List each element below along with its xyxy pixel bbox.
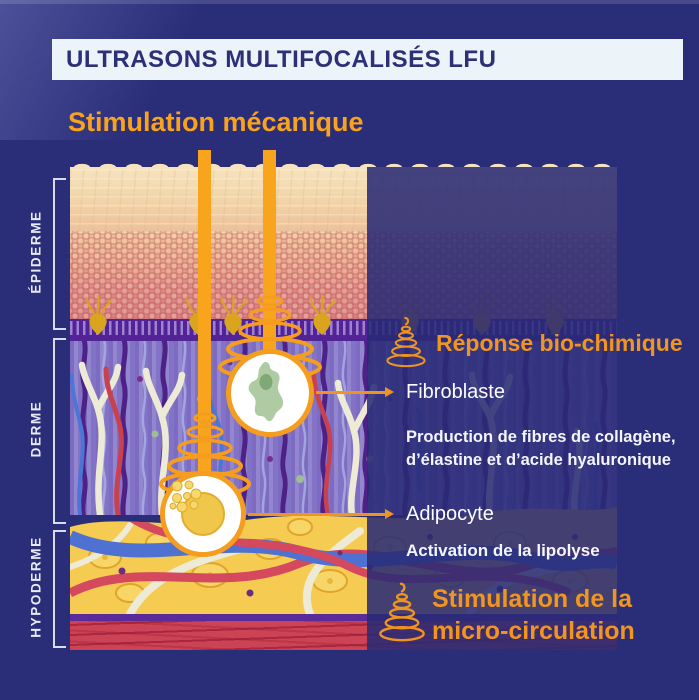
main-title: Stimulation mécanique xyxy=(68,107,364,137)
layer-label-hypodermis: HYPODERME xyxy=(28,536,44,638)
micro-circulation-line1: Stimulation de la xyxy=(432,585,633,613)
adipocyte-arrow-head xyxy=(385,509,394,519)
ultrasound-spiral-icon xyxy=(386,316,426,368)
header-bar: ULTRASONS MULTIFOCALISÉS LFU xyxy=(52,39,683,80)
fat-droplets xyxy=(169,480,202,513)
header-title: ULTRASONS MULTIFOCALISÉS LFU xyxy=(66,45,497,73)
bio-chemical-response-label: Réponse bio-chimique xyxy=(436,330,683,356)
ultrasound-beam-left xyxy=(198,150,211,527)
hypodermis-bracket xyxy=(53,530,66,648)
adipocyte-arrow-line xyxy=(248,513,386,516)
epidermis-surface-wave xyxy=(70,162,617,168)
layer-label-epidermis: ÉPIDERME xyxy=(28,210,44,294)
dermis-bracket xyxy=(53,338,66,524)
ultrasound-beam-right xyxy=(263,150,276,397)
epidermis-bracket xyxy=(53,178,66,330)
adipocyte-callout-circle xyxy=(160,471,246,557)
fibroblast-description-line1: Production de fibres de collagène, xyxy=(406,428,676,446)
fibroblast-description-line2: d’élastine et d’acide hyaluronique xyxy=(406,451,671,469)
fibroblast-cell xyxy=(248,361,284,422)
fibroblast-callout-circle xyxy=(226,349,314,437)
fibroblast-arrow-line xyxy=(316,391,386,394)
fibroblast-label: Fibroblaste xyxy=(406,381,505,403)
adipocyte-label: Adipocyte xyxy=(406,503,494,525)
layer-label-dermis: DERME xyxy=(28,400,44,458)
adipocyte-description: Activation de la lipolyse xyxy=(406,541,600,560)
dark-overlay xyxy=(367,167,617,650)
ultrasound-spiral-icon xyxy=(379,582,425,642)
top-edge-highlight xyxy=(0,0,699,4)
fibroblast-arrow-head xyxy=(385,387,394,397)
adipocyte-cell xyxy=(169,480,225,536)
fibroblast-description: Production de fibres de collagène, d’éla… xyxy=(406,426,676,472)
skin-cross-section xyxy=(70,150,617,650)
micro-circulation-line2: micro-circulation xyxy=(432,617,635,645)
fascia-band xyxy=(70,614,617,621)
micro-circulation-label: Stimulation de la micro-circulation xyxy=(432,583,635,647)
